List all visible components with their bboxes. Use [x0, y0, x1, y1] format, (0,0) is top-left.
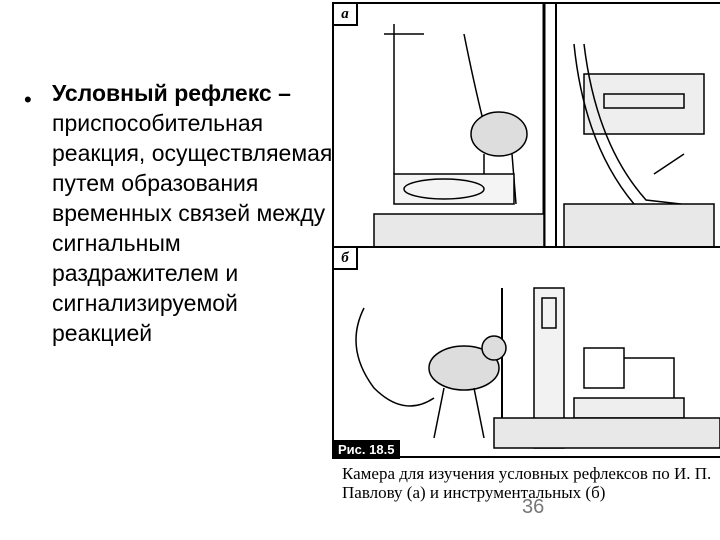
- panel-b-tag: б: [334, 248, 358, 270]
- bullet-icon: •: [24, 87, 32, 112]
- panel-a-tag: а: [334, 4, 358, 26]
- pavlov-chamber-illustration: [373, 4, 715, 248]
- figure-caption: Камера для изучения условных рефлексов п…: [342, 464, 712, 502]
- term: Условный рефлекс –: [52, 80, 291, 106]
- figure-label: Рис. 18.5: [332, 440, 401, 459]
- panel-a-pavlov-chamber: а: [332, 2, 720, 250]
- definition-text: Условный рефлекс – приспособительная реа…: [52, 78, 337, 348]
- page-number: 36: [522, 496, 545, 518]
- panel-b-instrumental-chamber: б: [332, 246, 720, 458]
- instrumental-chamber-illustration: [355, 287, 720, 449]
- figure: а б Рис. 18.5 Камера для изучения условн…: [324, 0, 720, 540]
- definition: приспособительная реакция, осуществляема…: [52, 110, 333, 346]
